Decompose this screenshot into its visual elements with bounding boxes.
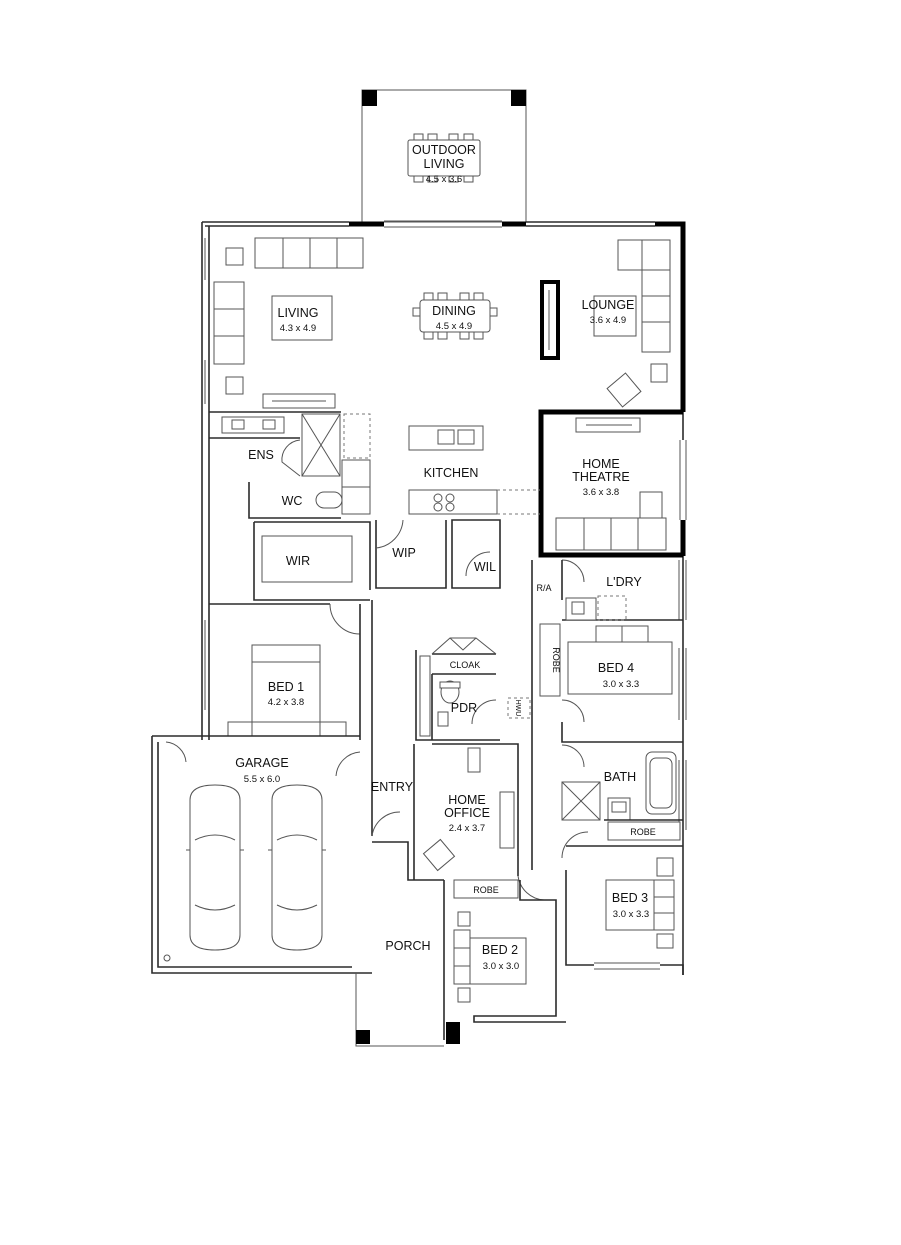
theatre-label-2: THEATRE [572,470,629,484]
home-office-room [413,743,545,901]
hwu-label: HWU [514,700,521,717]
hwu-unit [507,697,531,719]
side-table [650,363,668,383]
bed2-label: BED 2 [482,943,518,957]
side-table [656,933,674,949]
sofa [254,237,364,269]
outdoor-table [407,133,481,183]
shelf [419,655,431,737]
side-table [656,857,674,877]
porch-post [356,1030,370,1044]
outdoor-post [511,90,526,106]
ensuite-area [209,411,371,601]
kitchen-label: KITCHEN [424,466,479,480]
room-labels: OUTDOOR LIVING 4.5 x 3.6 DINING 4.5 x 4.… [235,143,656,972]
desk [499,791,515,849]
cloak-label: CLOAK [450,660,481,670]
bed2-dims: 3.0 x 3.0 [483,961,519,972]
wip-label: WIP [392,546,416,560]
bed2-room: ROBE [443,879,566,1040]
side-table [639,491,663,519]
car-icon [268,784,326,951]
entry-area [371,600,531,881]
ra-label: R/A [536,583,551,593]
entry-label: ENTRY [371,780,414,794]
porch-area [355,973,460,1047]
wir-label: WIR [286,554,310,568]
bed [453,929,471,985]
ens-label: ENS [248,448,274,462]
wc-label: WC [282,494,303,508]
bed3-label: BED 3 [612,891,648,905]
washer [597,595,627,621]
exterior-walls [201,220,687,975]
shelf [467,747,481,773]
bed3-dims: 3.0 x 3.3 [613,909,649,920]
garage-dims: 5.5 x 6.0 [244,774,280,785]
dining-label: DINING [432,304,476,318]
robe3-label: ROBE [630,827,656,837]
kitchen-area [375,425,540,589]
office-label-2: OFFICE [444,806,490,820]
armchair [606,372,642,408]
cabinet [343,413,371,459]
rug [593,295,637,337]
toilet [315,491,343,509]
outdoor-post [362,90,377,106]
wil-label: WIL [474,560,496,574]
bed [567,641,673,695]
theatre-label-1: HOME [582,457,620,471]
dining-dims: 4.5 x 4.9 [436,321,472,332]
outdoor-living-area [361,89,527,223]
right-wing [531,559,684,975]
bed [251,661,321,723]
office-chair [422,838,456,872]
outdoor-label-1: OUTDOOR [412,143,476,157]
rug [271,295,333,341]
pdr-label: PDR [451,701,477,715]
lounge-label: LOUNGE [582,298,635,312]
side-table [457,911,471,927]
robe [607,821,681,841]
ldry-label: L'DRY [606,575,642,589]
home-theatre-room [538,409,683,558]
theatre-dims: 3.6 x 3.8 [583,487,619,498]
side-table [457,987,471,1003]
living-dims: 4.3 x 4.9 [280,323,316,334]
outdoor-dims: 4.5 x 3.6 [426,174,462,185]
robe2-label: ROBE [473,885,499,895]
office-label-1: HOME [448,793,486,807]
living-label: LIVING [278,306,319,320]
lounge-dims: 3.6 x 4.9 [590,315,626,326]
sofa [213,281,245,365]
rug [469,937,527,985]
bed1-dims: 4.2 x 3.8 [268,697,304,708]
basin [437,711,449,727]
lounge-room [540,239,671,408]
bed1-room: BED 1 4.2 x 3.8 [209,603,361,740]
bed4-label: BED 4 [598,661,634,675]
kitchen-bench [408,489,498,515]
dining-area [412,292,498,340]
robe [539,623,561,697]
porch-label: PORCH [385,939,430,953]
bed1-label: BED 1 [268,680,304,694]
bedside-units [227,721,347,737]
robe4-label: ROBE [551,647,561,673]
side-table [225,376,244,395]
garage-room [151,735,372,974]
wardrobe [261,535,353,583]
car-icon [186,784,244,951]
office-dims: 2.4 x 3.7 [449,823,485,834]
porch-post [446,1022,460,1044]
bed4-dims: 3.0 x 3.3 [603,679,639,690]
bath-label: BATH [604,770,636,784]
living-room: LIVING 4.3 x 4.9 [213,237,364,409]
outdoor-label-2: LIVING [424,157,465,171]
garage-label: GARAGE [235,756,289,770]
side-table [225,247,244,266]
robe [453,879,519,899]
